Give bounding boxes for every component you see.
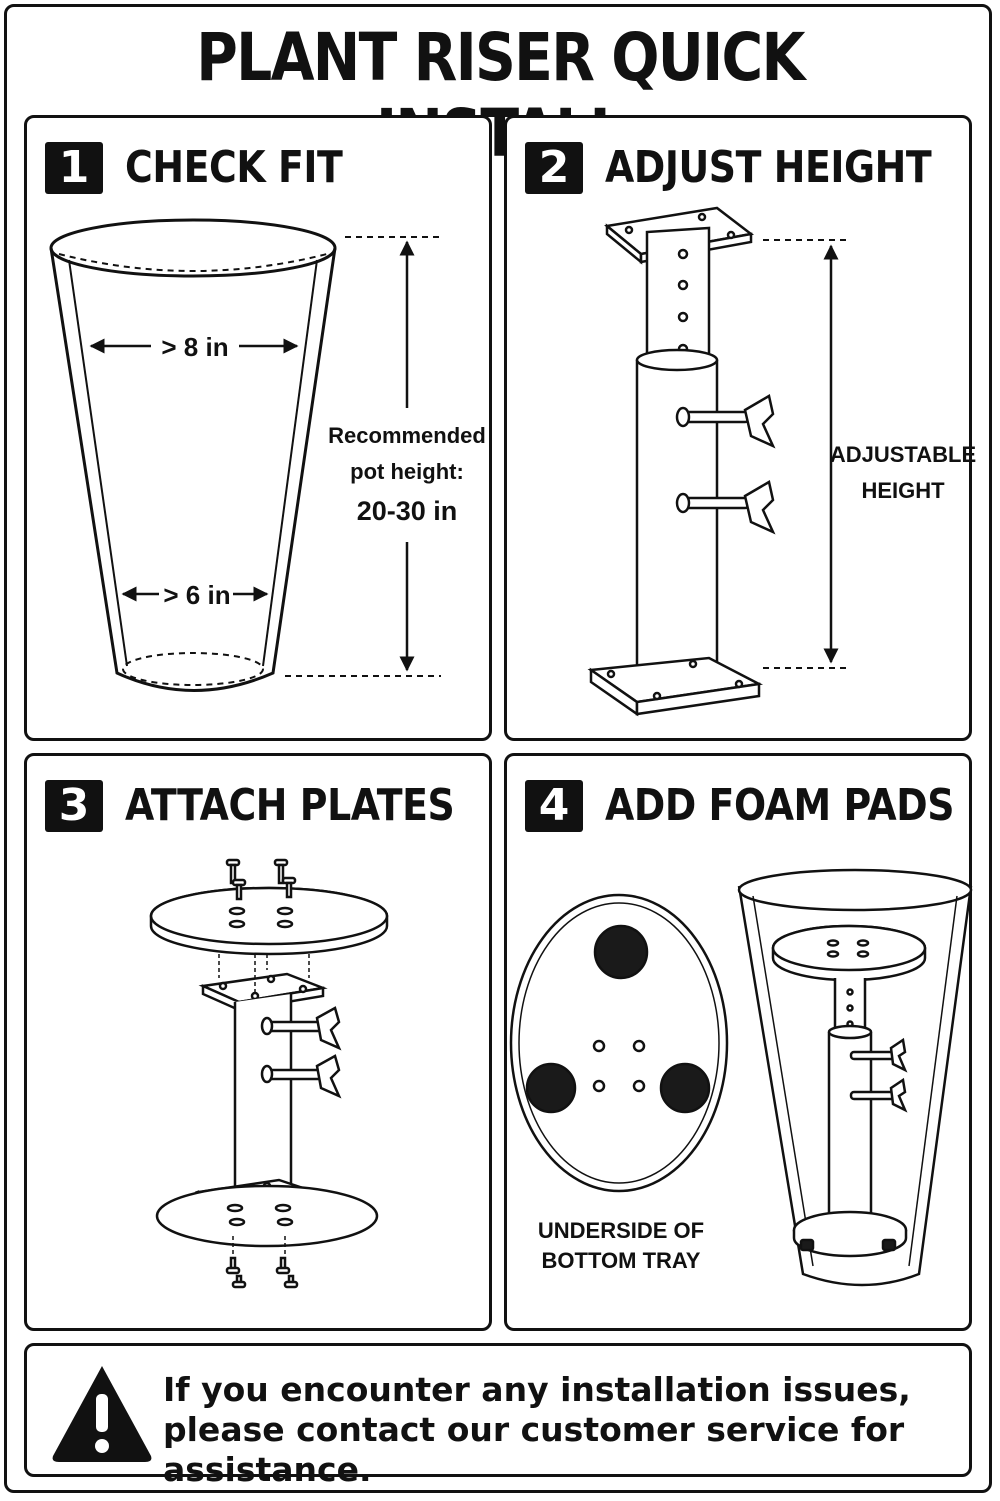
height-label-line2: pot height: xyxy=(350,459,464,484)
adjustable-label-line1: ADJUSTABLE xyxy=(830,442,976,467)
step-4-number: 4 xyxy=(525,780,583,832)
adjustable-label-line2: HEIGHT xyxy=(861,478,945,503)
step-2-panel: 2 ADJUST HEIGHT xyxy=(504,115,976,741)
top-screws xyxy=(225,858,297,901)
step-4-panel: 4 ADD FOAM PADS xyxy=(504,753,973,1331)
step-3-panel: 3 ATTACH PLATES xyxy=(24,753,492,1331)
plate-assembly-diagram xyxy=(149,858,389,1289)
step-1-title: CHECK FIT xyxy=(125,142,343,193)
step-2-number: 2 xyxy=(525,142,583,194)
step-1-number: 1 xyxy=(45,142,103,194)
step-1-panel: 1 CHECK FIT > 8 in > 6 in Recommended p xyxy=(24,115,492,741)
foam-pad-top xyxy=(593,924,649,980)
foam-pad-left xyxy=(525,1062,577,1114)
tray-label-line1: UNDERSIDE OF xyxy=(538,1218,704,1243)
bottom-screws xyxy=(225,1256,299,1289)
step-2-title: ADJUST HEIGHT xyxy=(605,142,932,193)
riser-post xyxy=(587,206,776,717)
support-message: If you encounter any installation issues… xyxy=(163,1370,911,1489)
page-border xyxy=(4,4,992,1493)
height-label-line3: 20-30 in xyxy=(357,496,458,526)
foam-pads-diagram: UNDERSIDE OF BOTTOM TRAY xyxy=(509,868,973,1287)
foam-pad-right xyxy=(659,1062,711,1114)
tray-label-line2: BOTTOM TRAY xyxy=(542,1248,701,1273)
step-4-title: ADD FOAM PADS xyxy=(605,780,955,831)
pot-outline xyxy=(49,218,337,692)
support-notice: If you encounter any installation issues… xyxy=(24,1343,972,1489)
top-diameter-label: > 8 in xyxy=(161,332,228,362)
step-3-number: 3 xyxy=(45,780,103,832)
adjustable-riser-diagram: ADJUSTABLE HEIGHT xyxy=(587,206,976,717)
bottom-plate xyxy=(155,1184,379,1248)
warning-triangle-icon xyxy=(52,1366,152,1462)
height-label-line1: Recommended xyxy=(328,423,486,448)
bottom-diameter-label: > 6 in xyxy=(163,580,230,610)
step-3-title: ATTACH PLATES xyxy=(125,780,455,831)
pot-fit-diagram: > 8 in > 6 in Recommended pot height: 20… xyxy=(49,218,486,692)
